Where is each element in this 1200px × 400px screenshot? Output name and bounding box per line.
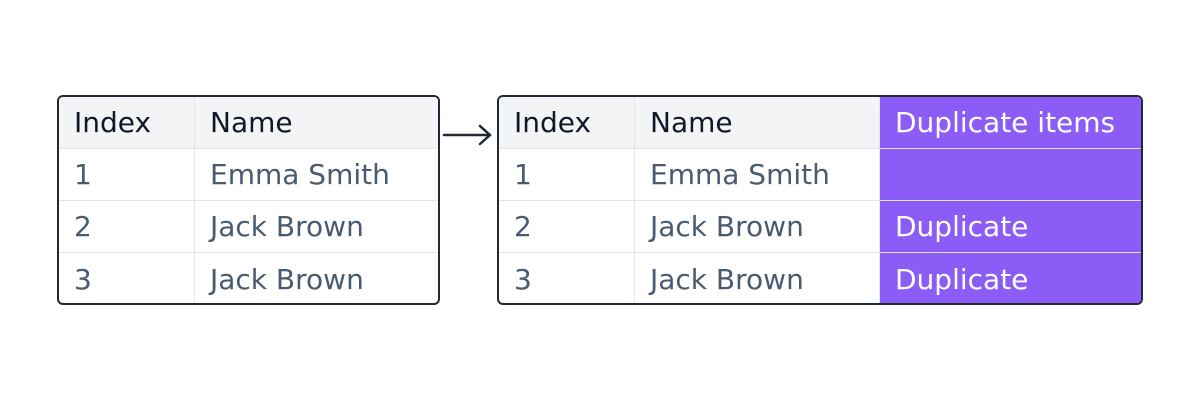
- table-row: 2 Jack Brown Duplicate: [499, 201, 1141, 253]
- cell-index: 1: [59, 149, 195, 200]
- header-index: Index: [499, 97, 635, 148]
- cell-name: Jack Brown: [210, 262, 364, 296]
- table-header-row: Index Name Duplicate items: [499, 97, 1141, 149]
- cell-name: Jack Brown: [635, 201, 880, 252]
- cell-name: Jack Brown: [210, 210, 364, 243]
- table-row: 3 Jack Brown Duplicate: [499, 253, 1141, 303]
- table-header-row: Index Name: [59, 97, 438, 149]
- cell-duplicate-flag: Duplicate: [880, 253, 1141, 303]
- cell-index: 1: [499, 149, 635, 200]
- cell-duplicate-flag: Duplicate: [880, 201, 1141, 252]
- header-index: Index: [59, 97, 195, 148]
- right-arrow-icon: [442, 124, 492, 146]
- header-name: Name: [210, 106, 293, 139]
- result-table: Index Name Duplicate items 1 Emma Smith …: [497, 95, 1143, 305]
- cell-index: 3: [499, 253, 635, 303]
- cell-index: 2: [499, 201, 635, 252]
- source-table: Index Name 1 Emma Smith 2 Jack Brown 3 J…: [57, 95, 440, 305]
- header-duplicate-items: Duplicate items: [880, 97, 1141, 148]
- cell-name: Emma Smith: [210, 158, 390, 191]
- header-name: Name: [635, 97, 880, 148]
- table-row: 1 Emma Smith: [59, 149, 438, 201]
- cell-name: Jack Brown: [635, 253, 880, 303]
- cell-index: 3: [59, 253, 195, 303]
- cell-index: 2: [59, 201, 195, 252]
- cell-name: Emma Smith: [635, 149, 880, 200]
- table-row: 2 Jack Brown: [59, 201, 438, 253]
- table-row: 1 Emma Smith: [499, 149, 1141, 201]
- cell-duplicate-flag: [880, 149, 1141, 200]
- table-row: 3 Jack Brown: [59, 253, 438, 303]
